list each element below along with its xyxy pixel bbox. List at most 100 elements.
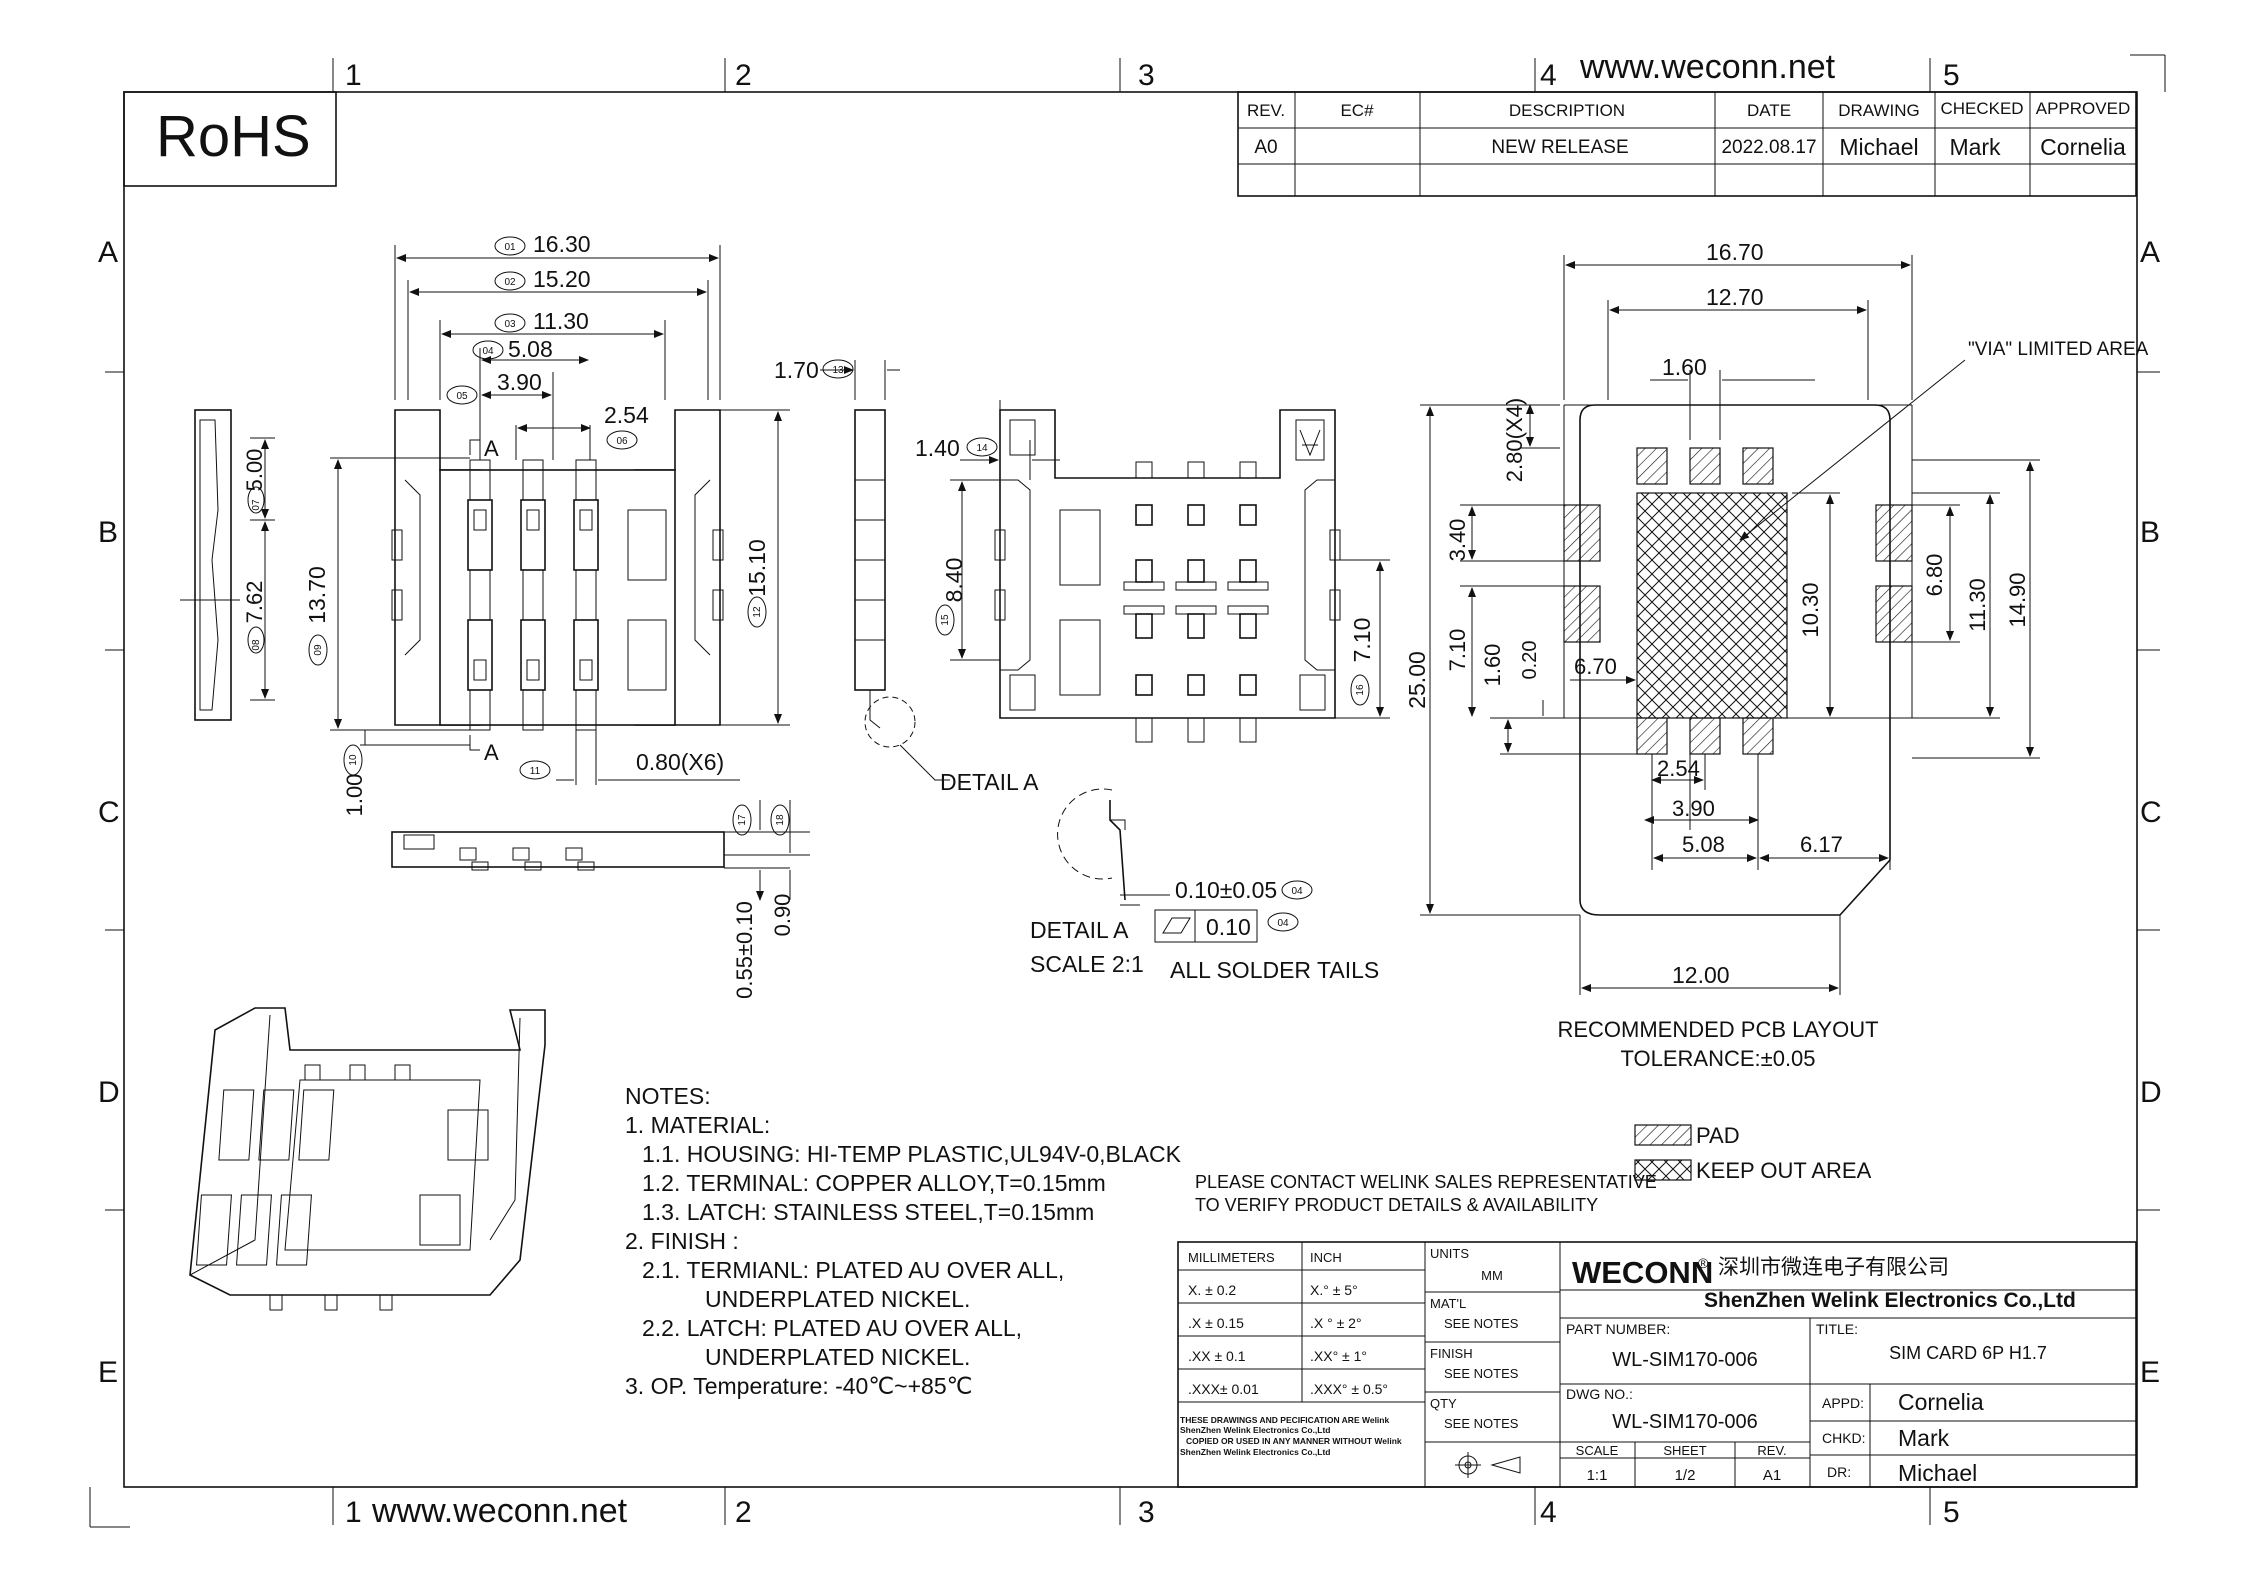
- tol-inch-header: INCH: [1310, 1250, 1342, 1265]
- detail-a-flatness-tag: 04: [1277, 918, 1289, 929]
- tol-row-2-inch: .X ° ± 2°: [1310, 1315, 1362, 1331]
- zone-row-d-right: D: [2140, 1076, 2162, 1109]
- rev-value: A0: [1254, 137, 1277, 158]
- notes-line-5: 2. FINISH :: [625, 1228, 739, 1254]
- notes-line-7: UNDERPLATED NICKEL.: [705, 1286, 970, 1312]
- pcb-layout: "VIA" LIMITED AREA 16.70 12.70 1.60 25.0…: [1404, 239, 2149, 1183]
- dim-03-value: 11.30: [533, 308, 589, 334]
- notes: NOTES: 1. MATERIAL: 1.1. HOUSING: HI-TEM…: [625, 1083, 1182, 1399]
- legend-pad-swatch: [1634, 1124, 1692, 1146]
- appd-label: APPD:: [1822, 1395, 1864, 1411]
- title-value: SIM CARD 6P H1.7: [1889, 1343, 2047, 1363]
- tag-15: 15: [940, 614, 951, 626]
- description-value: NEW RELEASE: [1491, 137, 1628, 158]
- legend-keepout-label: KEEP OUT AREA: [1696, 1158, 1872, 1183]
- part-number-label: PART NUMBER:: [1566, 1321, 1670, 1337]
- tag-09: 09: [313, 644, 324, 656]
- ec-header: EC#: [1340, 101, 1374, 120]
- top-view: 01 16.30 02 15.20 03 11.30 04 5.08 05 3.…: [304, 231, 790, 816]
- pad-top-1: [1636, 447, 1668, 485]
- disclaimer-line-2: ShenZhen Welink Electronics Co.,Ltd: [1180, 1425, 1331, 1435]
- pcb-dim-1-60-left: 1.60: [1480, 644, 1505, 687]
- disclaimer-line-1: THESE DRAWINGS AND PECIFICATION ARE Weli…: [1180, 1415, 1389, 1425]
- dim-05-value: 3.90: [497, 369, 542, 395]
- detail-a-note: ALL SOLDER TAILS: [1170, 957, 1379, 983]
- zone-col-1-bottom: 1: [345, 1496, 362, 1529]
- title-block: MILLIMETERS INCH X. ± 0.2 X.° ± 5° .X ± …: [1177, 1241, 2137, 1488]
- pad-right-2: [1875, 585, 1913, 643]
- tag-03: 03: [504, 319, 516, 330]
- via-label: "VIA" LIMITED AREA: [1968, 339, 2149, 360]
- notes-line-8: 2.2. LATCH: PLATED AU OVER ALL,: [642, 1315, 1022, 1341]
- zone-col-4: 4: [1540, 59, 1557, 92]
- dim-17-value: 0.55±0.10: [732, 901, 757, 999]
- brand-mark: ®: [1698, 1255, 1709, 1271]
- date-value: 2022.08.17: [1721, 137, 1816, 158]
- pcb-dim-16-70: 16.70: [1706, 239, 1764, 265]
- dwg-value: WL-SIM170-006: [1612, 1411, 1758, 1433]
- tol-row-3-mm: .XX ± 0.1: [1188, 1348, 1246, 1364]
- pad-left-1: [1563, 504, 1601, 562]
- tag-12: 12: [752, 606, 763, 618]
- tag-18: 18: [775, 814, 786, 826]
- notes-line-1: 1. MATERIAL:: [625, 1112, 770, 1138]
- zone-row-b: B: [98, 516, 118, 549]
- pcb-dim-12-70: 12.70: [1706, 284, 1764, 310]
- zone-col-2: 2: [735, 59, 752, 92]
- pcb-dim-0-20: 0.20: [1519, 641, 1541, 680]
- pcb-dim-1-60-top: 1.60: [1662, 354, 1707, 380]
- tag-17: 17: [737, 814, 748, 826]
- zone-row-d: D: [98, 1076, 120, 1109]
- matl-value: SEE NOTES: [1444, 1316, 1519, 1331]
- legend-pad-label: PAD: [1696, 1123, 1740, 1148]
- tag-04: 04: [482, 346, 494, 357]
- pad-top-2: [1689, 447, 1721, 485]
- tol-row-3-inch: .XX° ± 1°: [1310, 1348, 1367, 1364]
- dim-13-value: 1.70: [774, 357, 819, 383]
- zone-col-4-bottom: 4: [1540, 1496, 1557, 1529]
- revision-table: REV. EC# DESCRIPTION DATE DRAWING CHECKE…: [1237, 91, 2137, 197]
- tag-16: 16: [1355, 684, 1366, 696]
- matl-label: MAT'L: [1430, 1296, 1466, 1311]
- pcb-tolerance: TOLERANCE:±0.05: [1620, 1046, 1815, 1071]
- section-a-top: A: [484, 436, 499, 461]
- pcb-dim-10-30: 10.30: [1798, 582, 1823, 637]
- pad-bottom-3: [1742, 717, 1774, 755]
- pcb-dim-6-70: 6.70: [1574, 654, 1617, 679]
- dr-label: DR:: [1827, 1464, 1851, 1480]
- brand-logo-text: WECONN: [1572, 1255, 1713, 1290]
- qty-label: QTY: [1430, 1396, 1457, 1411]
- left-side-view: 5.00 7.62 07 08: [180, 409, 275, 721]
- tol-mm-header: MILLIMETERS: [1188, 1250, 1275, 1265]
- tol-row-1-inch: X.° ± 5°: [1310, 1282, 1358, 1298]
- front-view: 17 18 0.55±0.10 0.90: [391, 800, 810, 999]
- sheet-value: 1/2: [1675, 1467, 1696, 1484]
- zone-column-labels: 1 2 3 4 5 1 2 3 4 5: [345, 59, 1960, 1529]
- rev-label: REV.: [1757, 1443, 1786, 1458]
- pcb-dim-3-40: 3.40: [1445, 519, 1470, 562]
- contact-note-line-1: PLEASE CONTACT WELINK SALES REPRESENTATI…: [1195, 1172, 1657, 1192]
- zone-row-labels: A B C D E A B C D E: [98, 236, 2162, 1389]
- legend-keepout-swatch: [1634, 1159, 1692, 1181]
- detail-a-title: DETAIL A: [1030, 917, 1129, 943]
- dim-06-value: 2.54: [604, 402, 649, 428]
- tag-08: 08: [251, 639, 262, 651]
- section-a-bottom: A: [484, 740, 499, 765]
- units-value: MM: [1481, 1268, 1503, 1283]
- pcb-dim-11-30: 11.30: [1965, 578, 1990, 631]
- dim-01-value: 16.30: [533, 231, 591, 257]
- pcb-dim-14-90: 14.90: [2005, 572, 2030, 627]
- detail-a-dim-tag: 04: [1291, 886, 1303, 897]
- tag-13: 13: [832, 365, 844, 376]
- website-top: www.weconn.net: [1579, 48, 1836, 86]
- pcb-caption: RECOMMENDED PCB LAYOUT: [1557, 1017, 1878, 1042]
- description-header: DESCRIPTION: [1509, 101, 1625, 120]
- dim-12-value: 15.10: [744, 539, 770, 597]
- scale-value: 1:1: [1587, 1467, 1608, 1484]
- checked-header: CHECKED: [1940, 99, 2023, 118]
- isometric-view: [189, 1007, 546, 1311]
- tag-06: 06: [616, 436, 628, 447]
- finish-value: SEE NOTES: [1444, 1366, 1519, 1381]
- part-number-value: WL-SIM170-006: [1612, 1349, 1758, 1371]
